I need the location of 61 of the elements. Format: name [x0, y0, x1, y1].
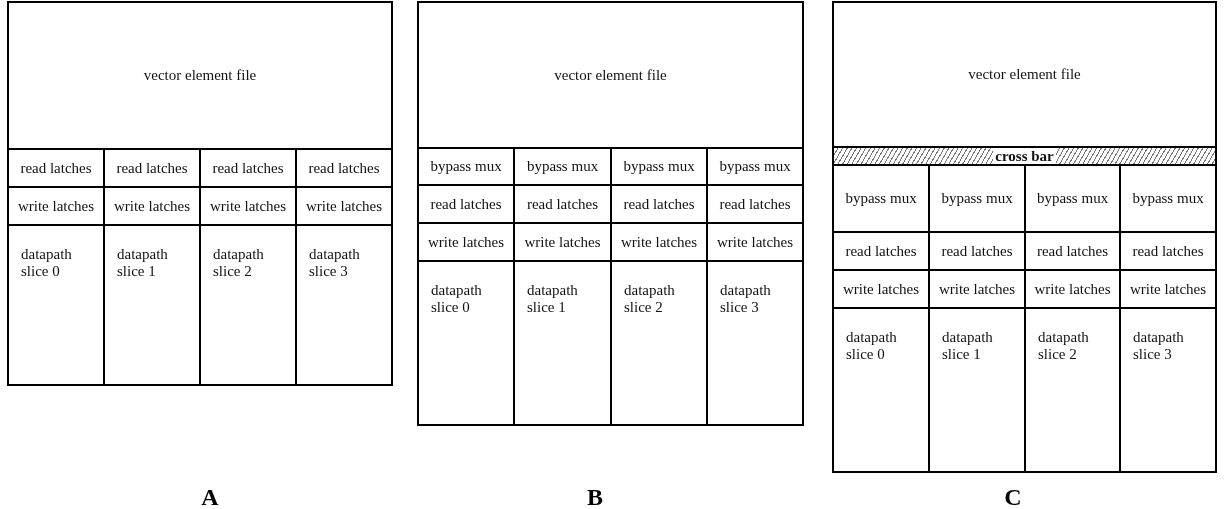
- cell-label: bypass mux: [430, 158, 502, 175]
- cell-label: write latches: [938, 280, 1016, 298]
- cell-label: bypass mux: [1132, 190, 1204, 207]
- cell-label: write latches: [842, 280, 920, 298]
- cell-label: cross bar: [993, 147, 1056, 165]
- panel-letter: C: [1004, 484, 1022, 509]
- datapath-slice-box: [706, 260, 804, 426]
- cell-label: datapath slice 3: [720, 282, 772, 316]
- hatched-bar: [832, 146, 1217, 166]
- cell-label: write latches: [716, 233, 794, 251]
- cell-label: write latches: [209, 197, 287, 215]
- cell-label: write latches: [17, 197, 95, 215]
- panel-letter: A: [201, 484, 219, 509]
- cell-label: datapath slice 0: [431, 282, 483, 316]
- cell-label: read latches: [845, 242, 917, 260]
- datapath-slice-box: [7, 224, 105, 386]
- cell-label: read latches: [1132, 242, 1204, 260]
- cell-label: read latches: [20, 159, 92, 177]
- cell-label: datapath slice 0: [846, 329, 898, 363]
- cell-label: bypass mux: [845, 190, 917, 207]
- cell-label: datapath slice 1: [527, 282, 579, 316]
- cell-label: datapath slice 1: [942, 329, 994, 363]
- register-file-box: [7, 1, 393, 150]
- cell-label: write latches: [427, 233, 505, 251]
- cell-label: read latches: [623, 195, 695, 213]
- cell-label: read latches: [308, 159, 380, 177]
- cell-label: write latches: [524, 233, 601, 251]
- cell-label: write latches: [1034, 280, 1111, 298]
- register-file-box: [832, 1, 1217, 148]
- cell-label: vector element file: [554, 66, 667, 84]
- cell-label: bypass mux: [1036, 190, 1109, 207]
- datapath-slice-box: [832, 307, 930, 473]
- cell-label: write latches: [620, 233, 698, 251]
- cell-label: datapath slice 2: [624, 282, 676, 316]
- cell-label: read latches: [212, 159, 284, 177]
- datapath-slice-box: [1119, 307, 1217, 473]
- cell-label: write latches: [113, 197, 191, 215]
- cell-label: read latches: [1036, 242, 1109, 260]
- datapath-slice-box: [295, 224, 393, 386]
- cell-label: bypass mux: [941, 190, 1013, 207]
- cell-label: datapath slice 2: [1038, 329, 1090, 363]
- cell-label: datapath slice 3: [309, 246, 361, 280]
- cell-label: bypass mux: [526, 158, 599, 175]
- datapath-slice-box: [417, 260, 515, 426]
- register-file-box: [417, 1, 804, 149]
- cell-label: vector element file: [968, 66, 1081, 83]
- cell-label: read latches: [719, 195, 791, 213]
- cell-label: write latches: [1129, 280, 1207, 298]
- cell-label: read latches: [941, 242, 1013, 260]
- cell-label: datapath slice 3: [1133, 329, 1185, 363]
- cell-label: write latches: [305, 197, 383, 215]
- cell-label: bypass mux: [719, 158, 791, 175]
- cell-label: read latches: [526, 195, 599, 213]
- cell-label: read latches: [430, 195, 502, 213]
- cell-label: bypass mux: [623, 158, 695, 175]
- cell-label: vector element file: [143, 67, 257, 84]
- cell-label: read latches: [116, 159, 188, 177]
- cell-label: datapath slice 0: [21, 246, 73, 280]
- panel-letter: B: [587, 484, 603, 509]
- cell-label: datapath slice 1: [117, 246, 169, 280]
- cell-label: datapath slice 2: [213, 246, 265, 280]
